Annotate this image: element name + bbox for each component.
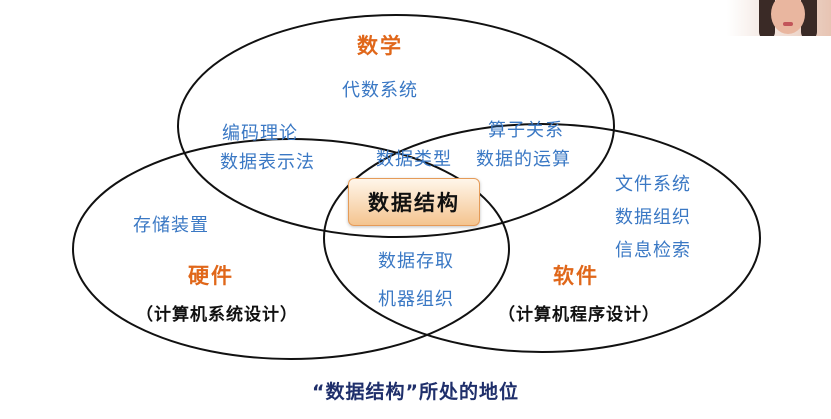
math-software-item-operator-relations: 算子关系 <box>488 120 564 141</box>
hardware-circle <box>72 138 510 360</box>
math-item-algebraic-systems: 代数系统 <box>342 80 418 101</box>
math-software-item-data-operations: 数据的运算 <box>476 149 571 170</box>
software-circle <box>323 123 761 353</box>
math-title: 数学 <box>357 34 403 58</box>
software-item-data-organization: 数据组织 <box>615 207 691 228</box>
center-label: 数据结构 <box>368 191 460 215</box>
center-data-structure-box: 数据结构 <box>348 178 480 226</box>
hardware-title: 硬件 <box>188 264 234 288</box>
software-item-information-retrieval: 信息检索 <box>615 240 691 261</box>
software-title: 软件 <box>553 264 599 288</box>
hardware-item-storage-device: 存储装置 <box>133 215 209 236</box>
hardware-software-item-data-access: 数据存取 <box>378 251 454 272</box>
slide-caption: “数据结构”所处的地位 <box>312 381 519 403</box>
math-hardware-item-coding-theory: 编码理论 <box>222 123 298 144</box>
hardware-software-item-machine-organization: 机器组织 <box>378 289 454 310</box>
software-item-file-system: 文件系统 <box>615 174 691 195</box>
software-subtitle: （计算机程序设计） <box>498 305 660 325</box>
data-types-label: 数据类型 <box>376 149 452 170</box>
presenter-video-thumbnail <box>727 0 831 36</box>
hardware-subtitle: （计算机系统设计） <box>136 305 298 325</box>
math-circle <box>177 14 615 238</box>
math-hardware-item-data-representation: 数据表示法 <box>220 152 315 173</box>
